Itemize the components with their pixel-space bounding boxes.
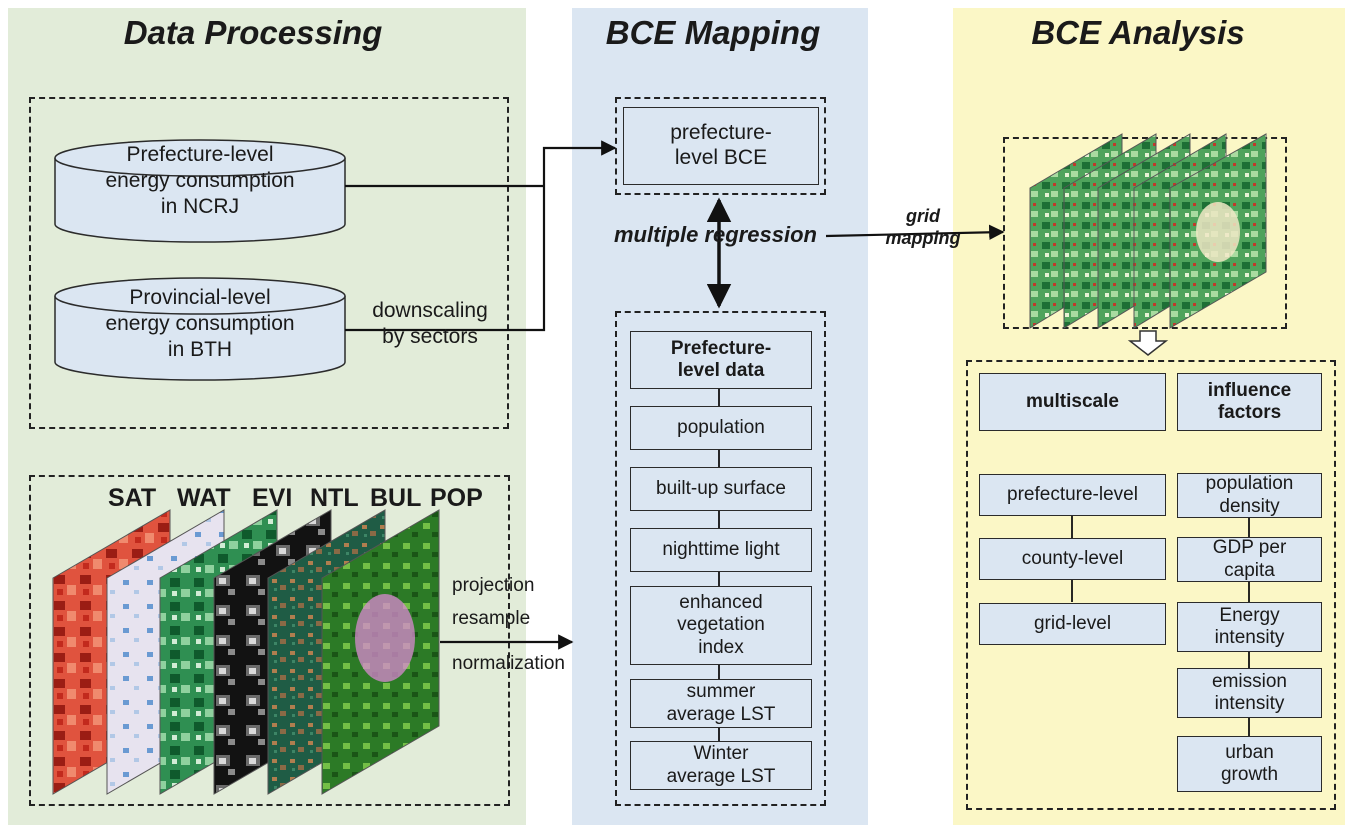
data-processing-title: Data Processing xyxy=(123,14,383,51)
factor-built-up-surface: built-up surface xyxy=(630,467,812,511)
layer-label-sat: SAT xyxy=(108,484,157,512)
bce-mapping-title: BCE Mapping xyxy=(605,14,821,51)
scale-county-level: county-level xyxy=(979,538,1166,580)
layer-label-wat: WAT xyxy=(177,484,231,512)
multiscale-header: multiscale xyxy=(979,373,1166,431)
prefecture-data-group xyxy=(615,311,826,806)
prefecture-bce-box: prefecture- level BCE xyxy=(623,107,819,185)
influence-energy-intensity: Energy intensity xyxy=(1177,602,1322,652)
regression-label: multiple regression xyxy=(614,222,817,247)
connector-to-bce xyxy=(345,140,617,332)
factor-enhanced-vegetation-index: enhanced vegetation index xyxy=(630,586,812,665)
prefecture-data-header: Prefecture- level data xyxy=(630,331,812,389)
influence-urban-growth: urban growth xyxy=(1177,736,1322,792)
factor-summer-lst: summer average LST xyxy=(630,679,812,728)
factor-nighttime-light: nighttime light xyxy=(630,528,812,572)
grid-map-urban xyxy=(1196,202,1240,262)
influence-population-density: population density xyxy=(1177,473,1322,518)
provincial-database-cylinder xyxy=(54,277,346,381)
layer-label-evi: EVI xyxy=(252,484,293,512)
prefecture-energy-label: Prefecture-level energy consumption in N… xyxy=(105,143,295,219)
preprocess-resample: resample xyxy=(452,608,531,629)
factor-winter-lst: Winter average LST xyxy=(630,741,812,790)
downscaling-label: downscaling by sectors xyxy=(372,299,488,349)
layer-label-bul: BUL xyxy=(370,484,422,512)
preprocess-projection: projection xyxy=(452,575,535,596)
grid-mapping-label: grid mapping xyxy=(885,206,961,248)
influence-factors-header: influence factors xyxy=(1177,373,1322,431)
layer-label-ntl: NTL xyxy=(310,484,359,512)
raster-layers xyxy=(52,509,440,795)
scale-prefecture-level: prefecture-level xyxy=(979,474,1166,516)
remote-sensing-group xyxy=(29,475,510,806)
factor-population: population xyxy=(630,406,812,450)
scale-grid-level: grid-level xyxy=(979,603,1166,645)
provincial-energy-label: Provincial-level energy consumption in B… xyxy=(105,286,295,362)
influence-gdp-per-capita: GDP per capita xyxy=(1177,537,1322,582)
layer-pop-urban xyxy=(355,594,415,682)
influence-emission-intensity: emission intensity xyxy=(1177,668,1322,718)
grid-mapping-arrow xyxy=(825,224,1005,241)
bce-analysis-title: BCE Analysis xyxy=(1031,14,1245,51)
grid-maps xyxy=(1029,133,1267,329)
prefecture-database-cylinder xyxy=(54,139,346,243)
hollow-down-arrow-icon xyxy=(1127,330,1169,356)
analysis-group xyxy=(966,360,1336,810)
preprocess-normalization: normalization xyxy=(452,653,565,674)
layer-label-pop: POP xyxy=(430,484,483,512)
energy-data-group xyxy=(29,97,509,429)
